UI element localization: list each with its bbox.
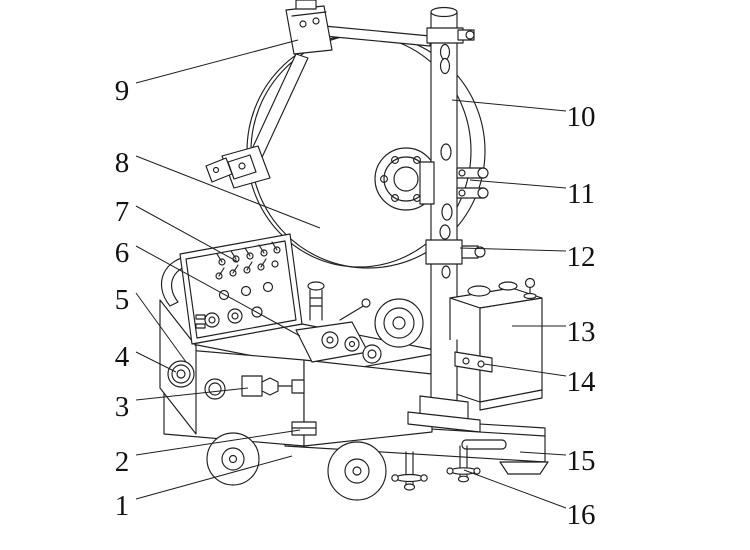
callout-label-8: 8 xyxy=(115,147,130,179)
callout-label-2: 2 xyxy=(115,446,130,478)
top-support-arm xyxy=(205,0,431,189)
callout-label-6: 6 xyxy=(115,237,130,269)
callout-label-14: 14 xyxy=(567,366,597,398)
callout-label-10: 10 xyxy=(567,101,596,133)
upper-clamp xyxy=(419,143,489,221)
callout-label-5: 5 xyxy=(115,284,130,316)
front-connectors xyxy=(167,360,305,400)
callout-label-3: 3 xyxy=(115,391,130,423)
callout-label-9: 9 xyxy=(115,75,130,107)
callout-label-11: 11 xyxy=(567,178,595,210)
callout-labels: 9 8 7 6 5 4 3 2 1 10 11 12 13 14 15 16 xyxy=(115,75,596,531)
wire-feeder xyxy=(295,281,382,364)
wheels xyxy=(206,432,387,501)
pulley xyxy=(374,298,424,348)
callout-label-12: 12 xyxy=(567,241,596,273)
panel-knobs xyxy=(195,281,274,329)
right-box xyxy=(449,277,543,411)
machine-body xyxy=(159,299,446,447)
column-foot xyxy=(407,339,493,433)
callout-label-16: 16 xyxy=(567,499,596,531)
callout-label-15: 15 xyxy=(567,445,596,477)
callout-label-4: 4 xyxy=(115,341,130,373)
machine-drawing xyxy=(159,0,549,501)
callout-label-13: 13 xyxy=(567,316,596,348)
lower-clamp xyxy=(425,224,486,279)
callout-label-1: 1 xyxy=(115,490,130,522)
leader-lines xyxy=(135,39,567,509)
callout-label-7: 7 xyxy=(115,196,130,228)
control-panel xyxy=(160,233,303,345)
base-clamp xyxy=(291,421,317,436)
panel-toggles xyxy=(215,241,281,280)
t-screws xyxy=(391,445,481,491)
